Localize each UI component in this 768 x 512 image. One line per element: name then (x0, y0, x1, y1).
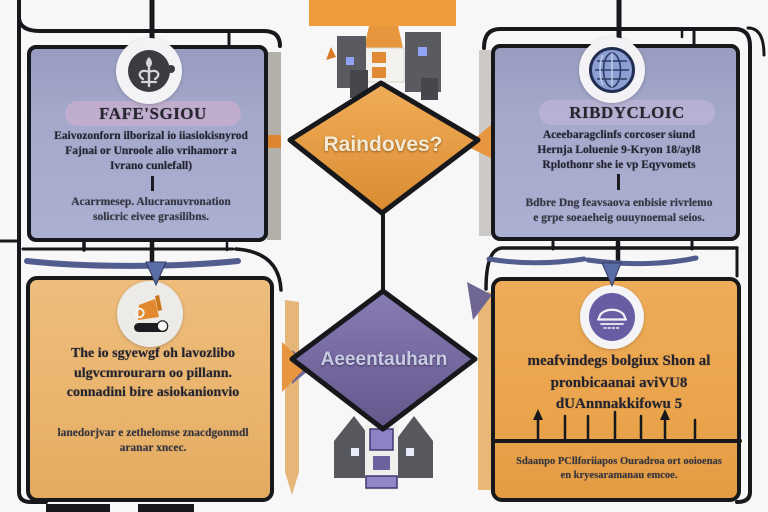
top-right-title: RIBDYCLOIC (569, 103, 685, 122)
bottom-left-body: The io sgyewgf oh lavozlibo ulgvcmrourar… (40, 344, 266, 403)
fleur-glyph (138, 57, 160, 88)
merge-label: Aeeentauharn (320, 349, 448, 370)
house-arrows-graphic (334, 416, 433, 490)
top-right-note: Bdbre Dng feavsaova enbisie rivrlemo e g… (499, 196, 739, 226)
note-line: Sdaanpo PCllforiiapos Ouradroa ort ooioe… (516, 456, 722, 467)
excavator-glyph (134, 295, 169, 332)
bottom-left-note: lanedorjvar e zethelomse znacdgonmdl ara… (38, 426, 268, 456)
decision-label: Raindoves? (323, 133, 443, 156)
body-line: ulgvcmrourarn oo pillann. (73, 365, 233, 381)
divider-tick (151, 176, 154, 191)
fleur-emblem-icon (116, 38, 182, 104)
note-line: aranar xncec. (119, 442, 187, 454)
body-line: pronbicaanai aviVU8 (550, 374, 688, 391)
note-line: Bdbre Dng feavsaova enbisie rivrlemo (525, 197, 713, 209)
edge-strips-and-pencils (267, 50, 495, 495)
top-left-body: Eaivozonforn ilborizal io iiasiokisnyrod… (35, 129, 267, 174)
note-line: solicric eivee grasilibns. (93, 211, 209, 223)
dome-disc (589, 293, 635, 341)
note-line: lanedorjvar e zethelomse znacdgonmdl (57, 427, 249, 439)
bottom-right-note: Sdaanpo PCllforiiapos Ouradroa ort ooioe… (499, 455, 739, 483)
divider-tick (617, 174, 620, 190)
body-line: connadini bire asiokanionvio (66, 385, 240, 400)
dome-layers-icon (580, 285, 644, 349)
top-left-note: Acarrmesep. Alucranuvronation solicric e… (37, 195, 265, 225)
top-left-title: FAFE'SGIOU (99, 104, 207, 123)
flow-swoosh-left (24, 258, 241, 269)
box-title-highlight: FAFE'SGIOU (65, 101, 241, 126)
body-line: Rplothonr she ie vp Eqyvomets (542, 159, 696, 171)
bottom-left-box: The io sgyewgf oh lavozlibo ulgvcmrourar… (26, 276, 274, 502)
emblem-knob (167, 65, 175, 73)
note-line: e grpe soeaeheig ouuynoemal seios. (533, 212, 705, 224)
body-line: Aceebaragclinfs corcoser siund (542, 129, 696, 141)
box-title-highlight: RIBDYCLOIC (539, 100, 715, 125)
body-line: dUAnnnakkifowu 5 (555, 396, 683, 412)
body-line: meafvindegs bolgiux Shon al (527, 353, 711, 369)
body-line: Hernja Loluenie 9-Kryon 18/ayl8 (537, 144, 701, 156)
globe-lines (595, 52, 629, 88)
dome-lines (596, 308, 628, 329)
flow-swoosh-right (486, 255, 699, 267)
body-line: Eaivozonforn ilborizal io iiasiokisnyrod (54, 130, 248, 142)
city-tower-graphic (309, 0, 456, 100)
excavator-icon (117, 281, 183, 347)
body-line: The io sgyewgf oh lavozlibo (70, 346, 236, 361)
fleur-emblem-disc (128, 50, 170, 92)
body-line: Ivrano cunlefall) (109, 160, 193, 172)
body-line: Fajnai or Unroole alio vrihamorr a (65, 145, 237, 157)
top-right-body: Aceebaragclinfs corcoser siund Hernja Lo… (503, 128, 735, 173)
globe-disc (589, 47, 635, 93)
note-line: Acarrmesep. Alucranuvronation (71, 196, 231, 208)
note-line: en kryesaramanau emcoe. (560, 470, 678, 481)
globe-icon (579, 37, 645, 103)
bottom-right-body: meafvindegs bolgiux Shon al pronbicaanai… (503, 351, 735, 416)
